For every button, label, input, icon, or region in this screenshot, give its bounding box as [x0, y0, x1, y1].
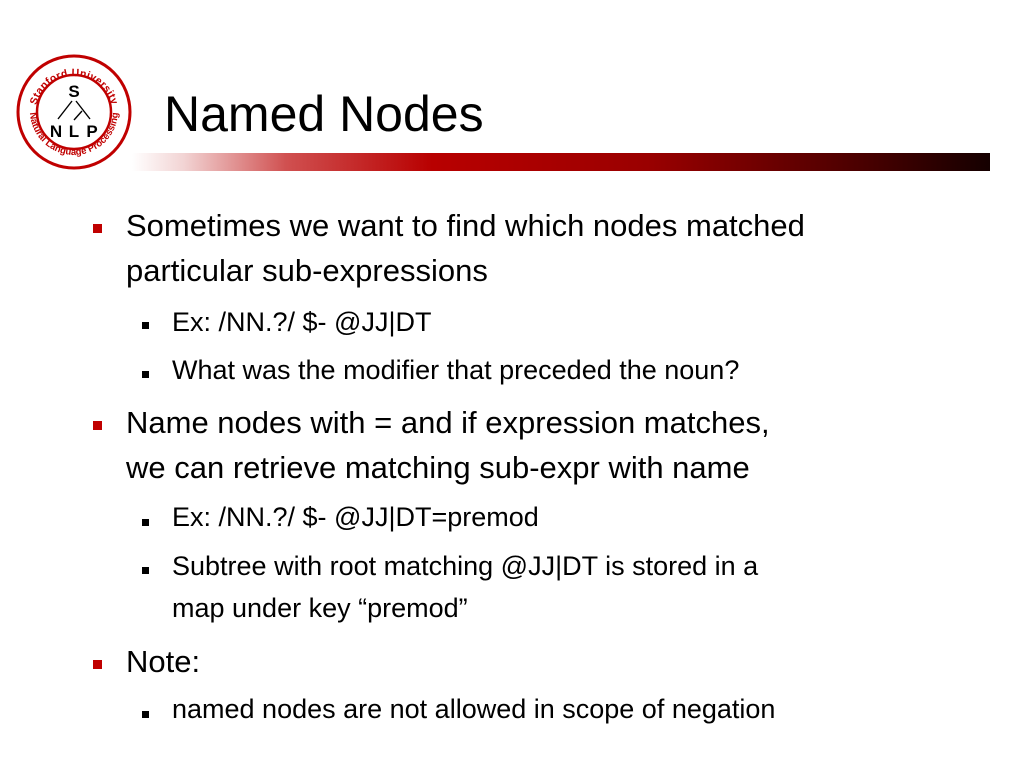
slide-title: Named Nodes: [164, 86, 484, 142]
sub-bullet-marker: [142, 567, 149, 574]
sub-bullet-marker: [142, 322, 149, 329]
bullet-line: Note:: [126, 644, 201, 679]
sub-bullet-marker: [142, 519, 149, 526]
sub-bullet-marker: [142, 371, 149, 378]
sub-bullet-line: map under key “premod”: [172, 593, 468, 623]
logo-letter-n: N: [50, 122, 62, 141]
bullet-marker: [93, 660, 102, 669]
logo-letter-p: P: [86, 122, 97, 141]
bullet-line: Name nodes with = and if expression matc…: [126, 405, 770, 440]
sub-bullet-line: Ex: /NN.?/ $- @JJ|DT=premod: [172, 502, 539, 532]
sub-bullet-line: Ex: /NN.?/ $- @JJ|DT: [172, 307, 432, 337]
sub-bullet-marker: [142, 711, 149, 718]
bullet-marker: [93, 421, 102, 430]
bullet-line: particular sub-expressions: [126, 253, 488, 288]
bullet-line: Sometimes we want to find which nodes ma…: [126, 208, 805, 243]
parse-tree-icon: S N L P: [50, 82, 98, 141]
logo-letter-l: L: [69, 122, 79, 141]
logo-letter-s: S: [68, 82, 79, 101]
title-accent-bar: [132, 153, 990, 171]
stanford-nlp-logo: Stanford University Natural Language Pro…: [16, 54, 132, 170]
sub-bullet-line: What was the modifier that preceded the …: [172, 355, 740, 385]
bullet-line: we can retrieve matching sub-expr with n…: [126, 450, 750, 485]
bullet-marker: [93, 224, 102, 233]
sub-bullet-line: named nodes are not allowed in scope of …: [172, 694, 776, 724]
sub-bullet-line: Subtree with root matching @JJ|DT is sto…: [172, 551, 759, 581]
